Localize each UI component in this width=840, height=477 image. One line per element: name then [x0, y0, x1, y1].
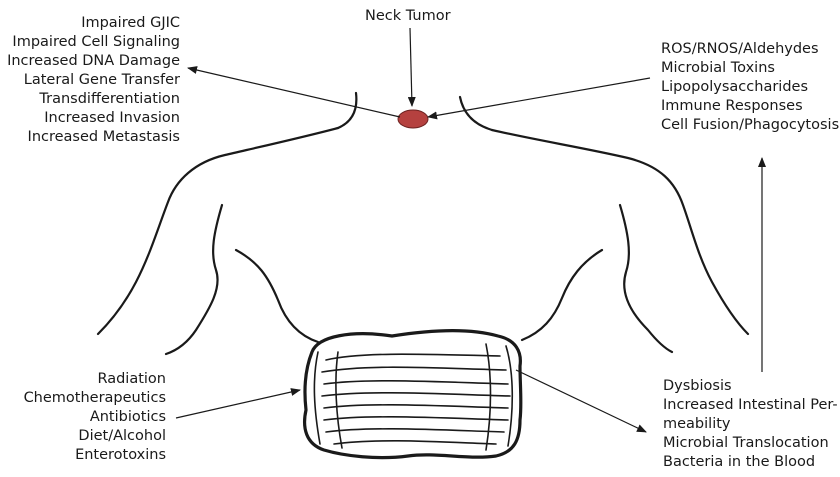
arrow-label-to-tumor — [410, 28, 412, 106]
left-inner-arm — [166, 205, 222, 354]
tumor-label: Neck Tumor — [365, 7, 451, 26]
left-flank — [236, 250, 318, 342]
gut-cause-item: Antibiotics — [24, 408, 166, 427]
tumor-effect-item: Increased DNA Damage — [7, 52, 180, 71]
tumor-driver-item: Immune Responses — [661, 97, 839, 116]
gut-cause-item: Diet/Alcohol — [24, 427, 166, 446]
intestine-illustration — [305, 331, 521, 458]
neck-left-line — [338, 93, 356, 128]
gut-effect-item: Increased Intestinal Per- — [663, 396, 838, 415]
tumor-driver-item: Cell Fusion/Phagocytosis — [661, 116, 839, 135]
gut-causes-list: Radiation Chemotherapeutics Antibiotics … — [24, 370, 166, 465]
tumor-effect-item: Increased Metastasis — [7, 128, 180, 147]
torso-outline — [98, 93, 748, 354]
gut-cause-item: Enterotoxins — [24, 446, 166, 465]
tumor-effect-item: Impaired Cell Signaling — [7, 33, 180, 52]
neck-right-line — [460, 97, 492, 130]
gut-effect-item: Microbial Translocation — [663, 434, 838, 453]
gut-cause-item: Chemotherapeutics — [24, 389, 166, 408]
gut-effect-item: meability — [663, 415, 838, 434]
tumor-effect-item: Increased Invasion — [7, 109, 180, 128]
gut-effect-item: Dysbiosis — [663, 377, 838, 396]
left-shoulder-arm — [98, 128, 338, 334]
right-shoulder-arm — [492, 130, 748, 334]
tumor-effects-list: Impaired GJIC Impaired Cell Signaling In… — [7, 14, 180, 147]
gut-effect-item: Bacteria in the Blood — [663, 453, 838, 472]
arrow-drivers-to-tumor — [428, 78, 650, 117]
tumor-effect-item: Transdifferentiation — [7, 90, 180, 109]
arrow-causes-to-gut — [176, 390, 300, 418]
gut-effects-list: Dysbiosis Increased Intestinal Per- meab… — [663, 377, 838, 472]
tumor-marker — [398, 110, 428, 128]
arrow-gut-to-effects — [516, 370, 646, 432]
intestine-coils — [314, 344, 512, 450]
tumor-effect-item: Impaired GJIC — [7, 14, 180, 33]
right-flank — [522, 250, 602, 340]
tumor-drivers-list: ROS/RNOS/Aldehydes Microbial Toxins Lipo… — [661, 40, 839, 135]
tumor-effect-item: Lateral Gene Transfer — [7, 71, 180, 90]
tumor-driver-item: ROS/RNOS/Aldehydes — [661, 40, 839, 59]
tumor-driver-item: Lipopolysaccharides — [661, 78, 839, 97]
right-inner-arm — [620, 205, 672, 352]
tumor-driver-item: Microbial Toxins — [661, 59, 839, 78]
arrow-tumor-to-effects — [188, 68, 400, 117]
gut-cause-item: Radiation — [24, 370, 166, 389]
